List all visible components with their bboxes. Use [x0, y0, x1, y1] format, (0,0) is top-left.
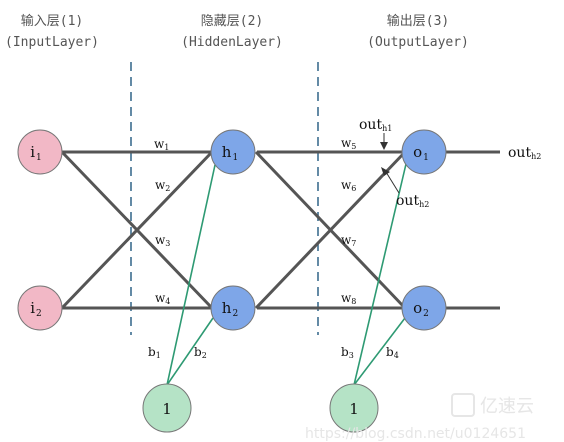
edge-b3 — [353, 163, 407, 386]
svg-text:h2: h2 — [222, 299, 238, 319]
edge-b1 — [166, 164, 216, 386]
edge-w2 — [60, 150, 214, 310]
node-bias-output-circle — [329, 383, 379, 433]
edges-input-hidden — [60, 150, 214, 310]
label-out-h2-right: outh2 — [508, 145, 541, 161]
node-h1: h1 — [210, 129, 256, 175]
output-layer-subtitle: (OutputLayer) — [367, 35, 469, 50]
arrowhead-out-h1 — [380, 142, 388, 150]
node-bias-hidden: 1 — [142, 383, 192, 433]
label-w2: w2 — [155, 178, 170, 193]
label-w5: w5 — [341, 136, 356, 151]
label-w8: w8 — [341, 291, 356, 306]
label-w3: w3 — [155, 233, 170, 248]
node-bias-hidden-circle — [142, 383, 192, 433]
label-out-h2: outh2 — [396, 193, 429, 209]
label-b3: b3 — [341, 345, 354, 360]
node-h1-circle — [210, 129, 256, 175]
node-o1: o1 — [401, 129, 447, 175]
node-i1-circle — [17, 129, 63, 175]
edge-b4 — [353, 317, 406, 386]
input-layer-title: 输入层(1) — [21, 13, 83, 29]
arrowhead-out-h2 — [381, 167, 390, 176]
label-w6: w6 — [341, 178, 356, 193]
svg-text:1: 1 — [162, 400, 172, 418]
svg-text:i1: i1 — [30, 143, 42, 163]
output-layer-title: 输出层(3) — [387, 13, 449, 29]
label-w7: w7 — [341, 233, 356, 248]
svg-text:i2: i2 — [30, 299, 42, 319]
node-o1-circle — [401, 129, 447, 175]
label-b4: b4 — [386, 345, 399, 360]
arrow-out-h2 — [385, 171, 400, 194]
node-o2-circle — [401, 285, 447, 331]
watermark-logo-icon — [451, 393, 475, 417]
label-b1: b1 — [148, 345, 161, 360]
label-w1: w1 — [154, 137, 169, 152]
watermark-url: https://blog.csdn.net/u0124651 — [305, 426, 526, 442]
svg-text:o1: o1 — [413, 143, 429, 163]
node-i2: i2 — [17, 285, 63, 331]
label-w4: w4 — [155, 291, 170, 306]
edges-output — [446, 150, 500, 310]
svg-text:h1: h1 — [222, 143, 238, 163]
hidden-layer-title: 隐藏层(2) — [201, 14, 263, 29]
svg-text:o2: o2 — [413, 299, 429, 319]
node-bias-output: 1 — [329, 383, 379, 433]
svg-text:1: 1 — [349, 400, 359, 418]
label-b2: b2 — [194, 345, 207, 360]
node-h2-circle — [210, 285, 256, 331]
edge-w6 — [254, 150, 407, 310]
watermark-brand: 亿速云 — [480, 396, 534, 417]
node-i2-circle — [17, 285, 63, 331]
label-out-h1: outh1 — [359, 117, 392, 133]
edges-bias — [166, 163, 407, 386]
hidden-layer-subtitle: (HiddenLayer) — [181, 35, 283, 50]
edge-b2 — [166, 317, 214, 386]
node-o2: o2 — [401, 285, 447, 331]
watermark: 亿速云 https://blog.csdn.net/u0124651 — [305, 393, 534, 442]
edges-hidden-output — [254, 150, 407, 310]
input-layer-subtitle: (InputLayer) — [5, 35, 99, 50]
node-h2: h2 — [210, 285, 256, 331]
node-i1: i1 — [17, 129, 63, 175]
